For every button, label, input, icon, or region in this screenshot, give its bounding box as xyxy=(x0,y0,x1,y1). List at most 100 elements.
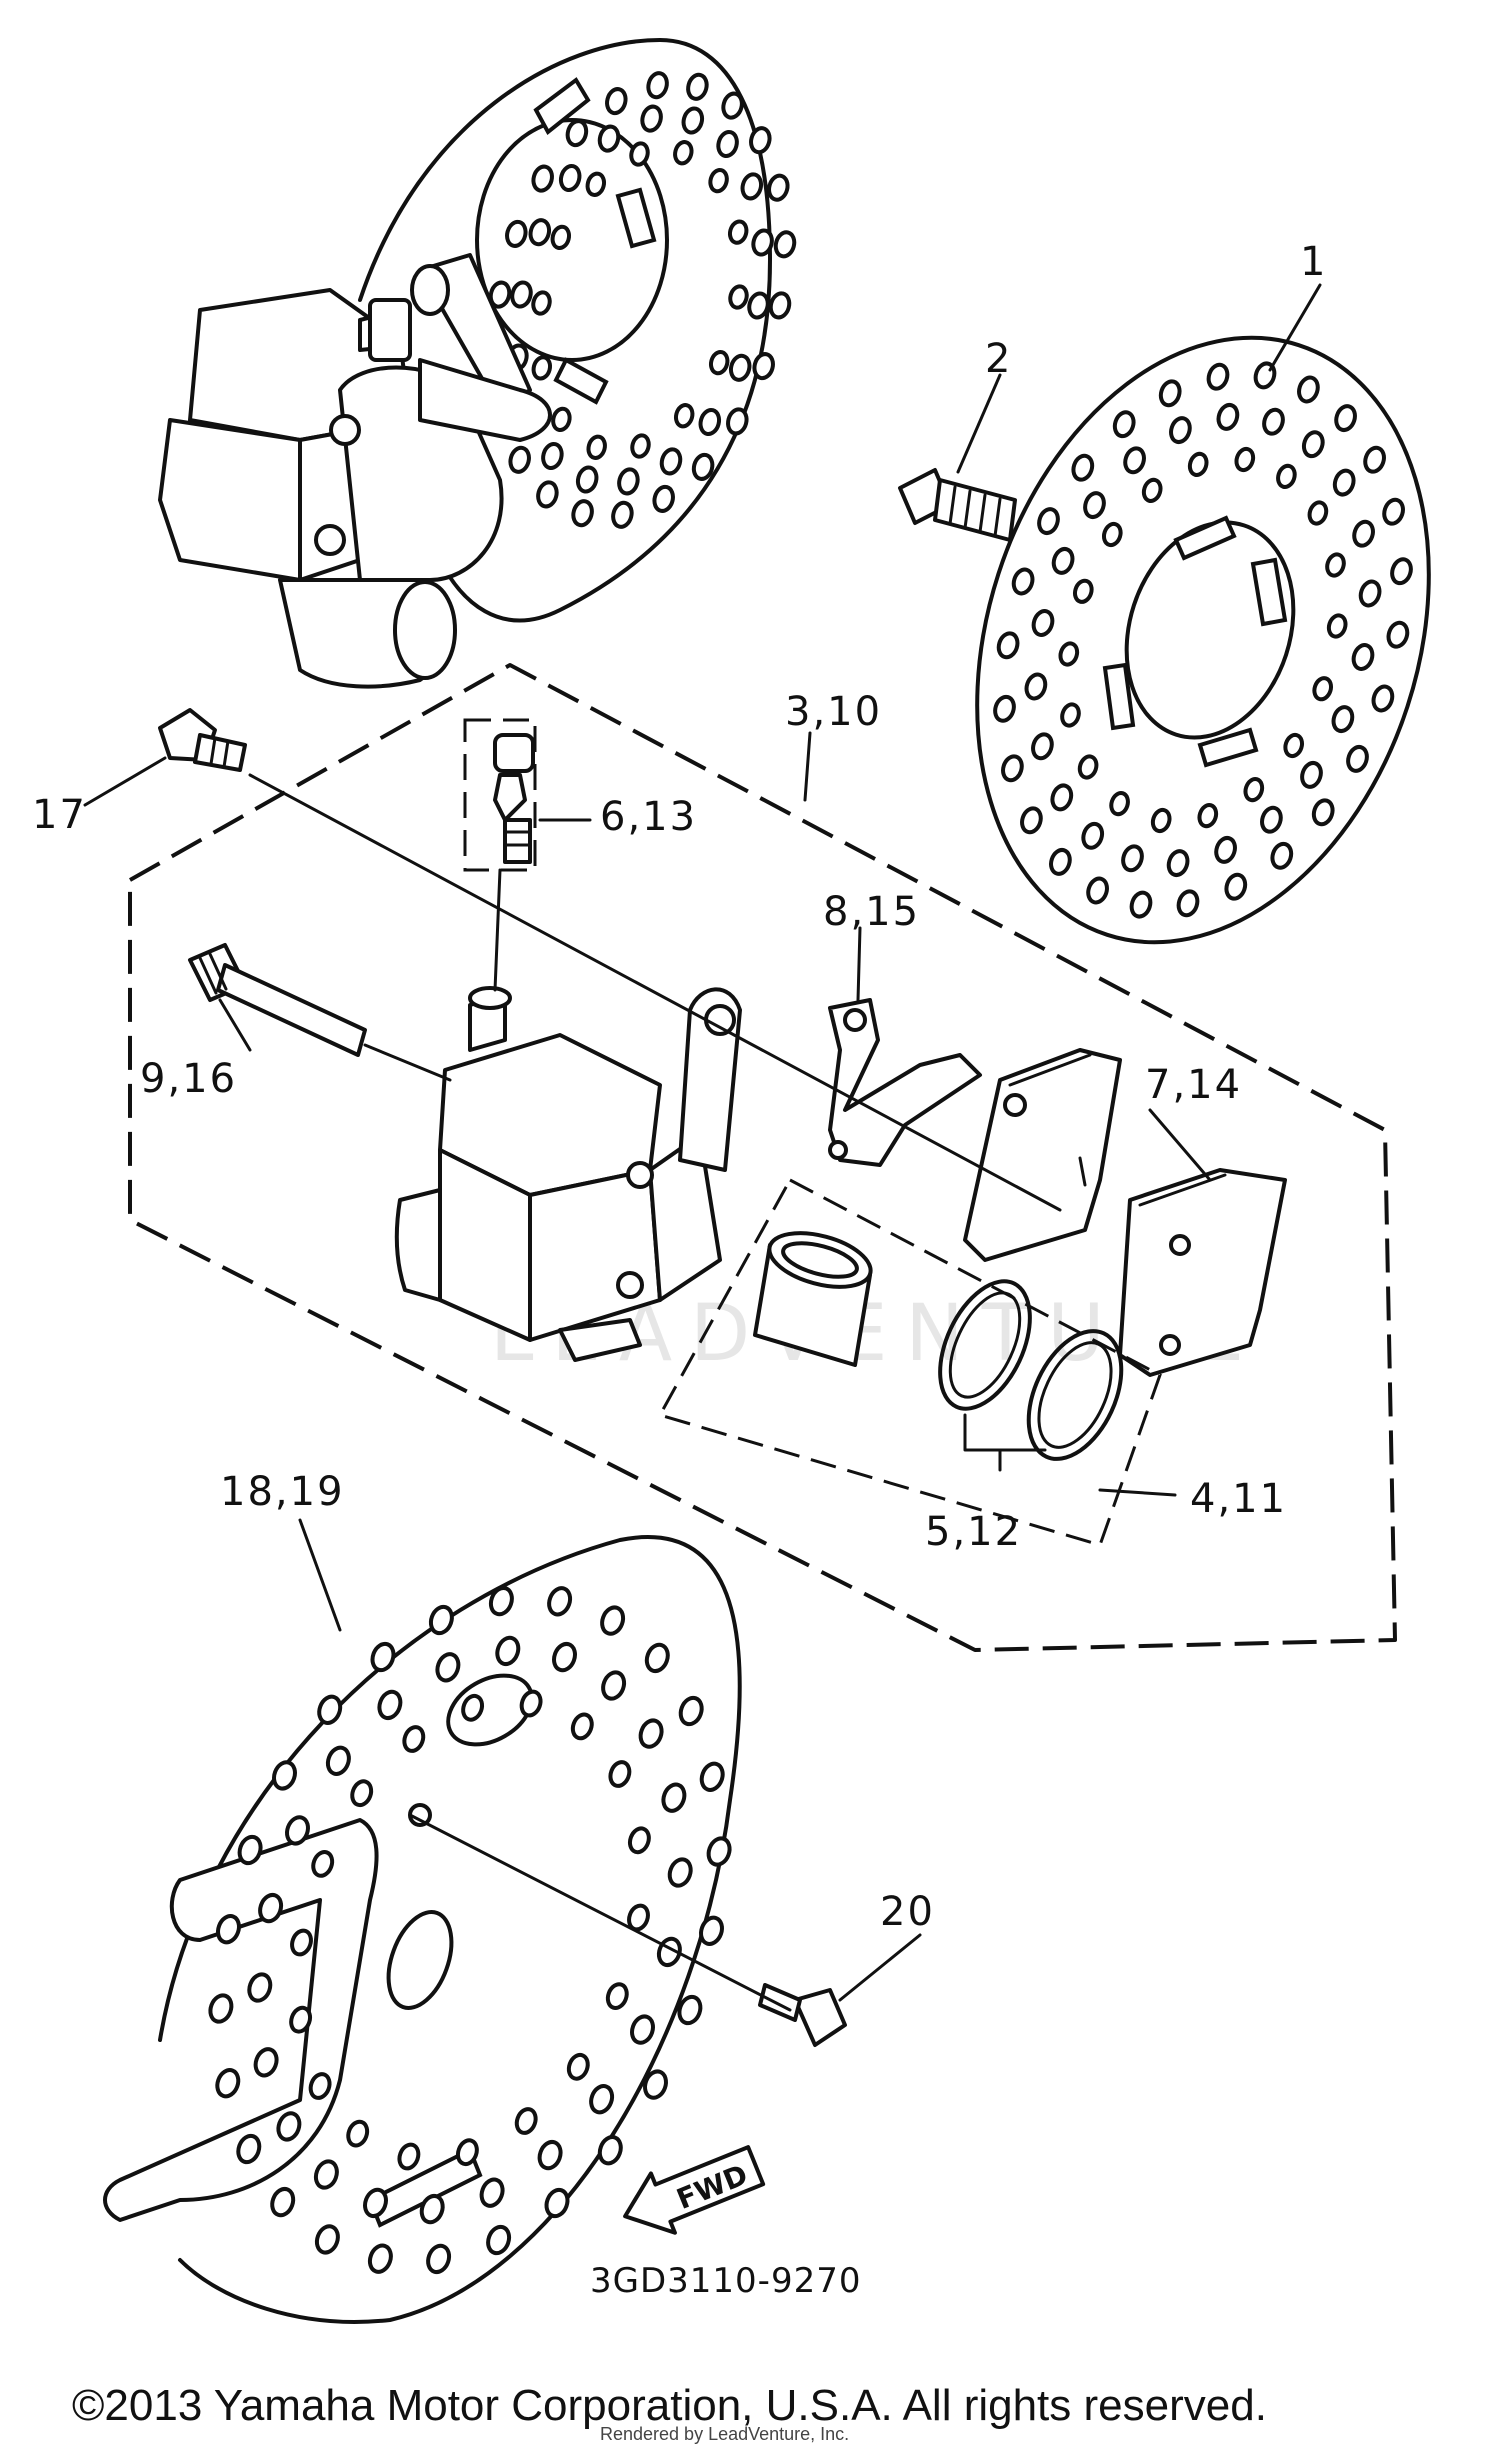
disc-hole xyxy=(1101,521,1123,548)
disc-hole xyxy=(544,2187,570,2219)
copyright-text: ©2013 Yamaha Motor Corporation, U.S.A. A… xyxy=(72,2381,1267,2430)
disc-hole xyxy=(627,1826,651,1855)
disc-hole xyxy=(455,2138,479,2167)
disc-hole xyxy=(1363,445,1386,474)
assembled-brake-disc xyxy=(358,38,797,623)
disc-hole xyxy=(510,280,533,309)
disc-hole xyxy=(751,228,774,257)
disc-hole xyxy=(661,1782,687,1813)
disc-hole xyxy=(276,2111,302,2142)
disc-hole xyxy=(236,2133,262,2165)
disc-hole xyxy=(1352,519,1375,548)
disc-hole xyxy=(1262,407,1285,436)
disc-hole xyxy=(426,2243,452,2275)
disc-hole xyxy=(597,2135,623,2166)
assembled-caliper xyxy=(158,253,552,689)
disc-hole xyxy=(646,71,669,100)
disc-hole xyxy=(350,1779,374,1808)
disc-hole xyxy=(1020,806,1043,835)
disc-hole xyxy=(727,219,749,245)
disc-guard-part-18 xyxy=(103,1535,742,2324)
callout-18-19: 18,19 xyxy=(220,1469,345,1515)
disc-hole xyxy=(1129,890,1153,919)
disc-hole xyxy=(486,2224,512,2256)
disc-hole xyxy=(768,291,792,320)
disc-hole xyxy=(247,1972,273,2003)
disc-hole xyxy=(488,280,512,309)
disc-hole xyxy=(537,2139,563,2171)
disc-hole xyxy=(1351,643,1375,671)
pad-support-part-8 xyxy=(828,998,982,1167)
callout-9-16: 9,16 xyxy=(140,1056,237,1102)
disc-hole xyxy=(495,1635,521,1667)
callout-2: 2 xyxy=(985,336,1012,382)
disc-hole xyxy=(728,353,752,382)
disc-hole xyxy=(308,2072,332,2100)
disc-hole xyxy=(528,218,552,247)
disc-hole xyxy=(313,2159,339,2190)
disc-hole xyxy=(749,126,772,155)
disc-hole xyxy=(1331,705,1355,734)
callout-8-15: 8,15 xyxy=(823,889,920,935)
callout-7-14: 7,14 xyxy=(1145,1062,1242,1108)
disc-hole xyxy=(589,2084,615,2115)
leader-lines xyxy=(83,283,1322,2012)
disc-hole xyxy=(1307,500,1329,526)
disc-hole xyxy=(1141,477,1163,503)
disc-hole xyxy=(1243,777,1265,803)
disc-hole xyxy=(571,499,594,528)
disc-hole xyxy=(1332,468,1356,497)
disc-hole xyxy=(617,467,640,496)
disc-hole xyxy=(215,2068,241,2099)
disc-hole xyxy=(566,2052,590,2081)
disc-hole xyxy=(505,219,528,248)
forward-arrow xyxy=(623,2145,766,2235)
disc-hole xyxy=(1176,889,1200,918)
piston-kit-part-4 xyxy=(657,1177,1162,1547)
disc-hole xyxy=(1086,876,1109,905)
disc-hole xyxy=(740,172,764,201)
brake-pads-part-7 xyxy=(963,1048,1287,1377)
disc-hole xyxy=(608,1760,632,1788)
disc-hole xyxy=(726,407,749,436)
disc-hole xyxy=(289,2005,313,2034)
disc-hole xyxy=(640,104,663,133)
disc-hole xyxy=(1334,404,1357,433)
disc-hole xyxy=(716,129,739,159)
disc-hole xyxy=(536,480,559,509)
disc-hole xyxy=(1346,744,1369,773)
disc-hole xyxy=(311,1850,335,1878)
disc-hole xyxy=(1312,676,1334,702)
disc-hole xyxy=(630,433,651,459)
disc-hole xyxy=(1123,446,1146,475)
disc-hole xyxy=(1297,375,1320,404)
callout-6-13: 6,13 xyxy=(600,794,697,840)
disc-hole xyxy=(1311,798,1335,827)
disc-hole xyxy=(1150,807,1172,834)
caliper-body xyxy=(394,986,742,1362)
disc-hole xyxy=(1300,760,1323,789)
disc-hole xyxy=(363,2187,388,2219)
disc-hole xyxy=(673,140,694,166)
disc-hole xyxy=(1169,416,1192,445)
disc-hole xyxy=(773,230,797,259)
disc-hole xyxy=(629,141,650,167)
disc-hole xyxy=(317,1694,343,1725)
disc-hole xyxy=(253,2047,279,2078)
disc-hole xyxy=(370,1641,396,1673)
callout-17: 17 xyxy=(32,792,87,838)
disc-hole xyxy=(270,2186,296,2218)
disc-hole xyxy=(1158,379,1182,408)
disc-hole xyxy=(479,2177,505,2208)
disc-hole xyxy=(1031,732,1054,761)
disc-hole xyxy=(1270,841,1294,870)
disc-hole xyxy=(216,1914,241,1945)
callout-4-11: 4,11 xyxy=(1190,1476,1287,1522)
disc-hole xyxy=(325,1745,351,1776)
disc-hole xyxy=(519,1689,543,1718)
disc-hole xyxy=(728,284,749,310)
disc-hole xyxy=(285,1815,310,1846)
disc-hole xyxy=(996,631,1020,660)
disc-hole xyxy=(1077,754,1099,780)
